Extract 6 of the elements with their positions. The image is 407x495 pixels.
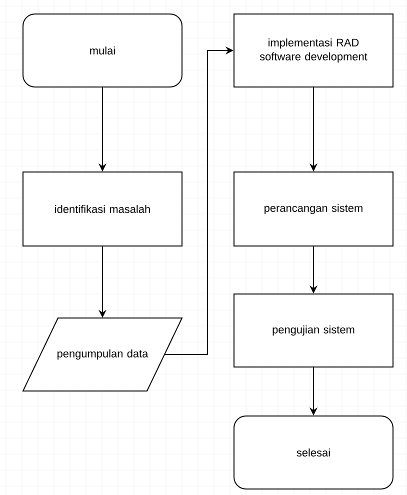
process-box: perancangan sistem [234, 172, 394, 246]
process-box: pengujian sistem [234, 294, 394, 368]
terminal-box: mulai [22, 14, 182, 88]
process-box: identifikasi masalah [22, 172, 182, 246]
process-box: implementasi RAD software development [234, 14, 394, 88]
terminal-box: selesai [234, 416, 394, 490]
